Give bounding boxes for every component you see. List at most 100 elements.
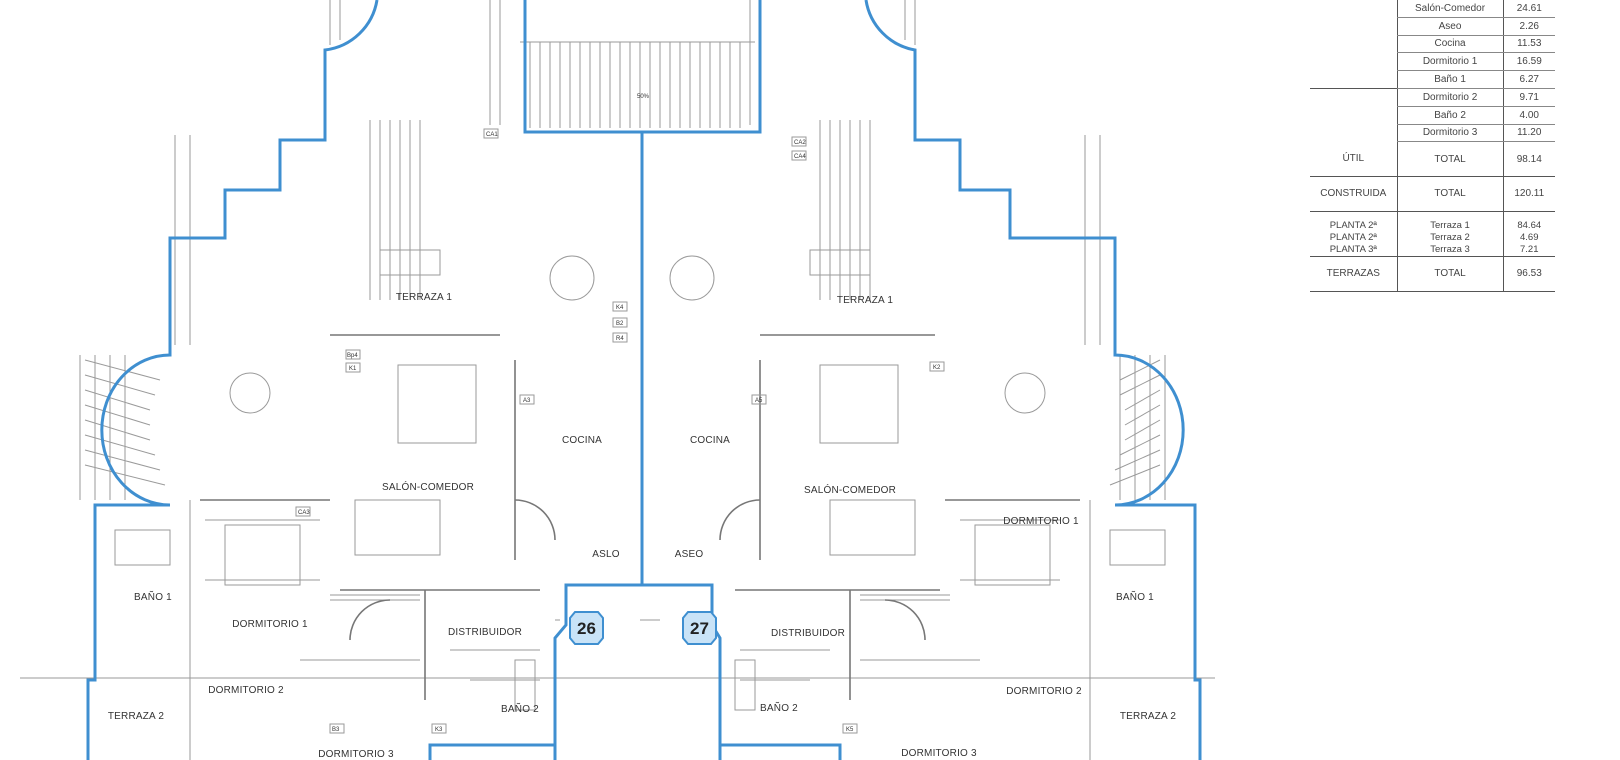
room-bano2-right: BAÑO 2 (760, 701, 798, 714)
area-room-value: 24.61 (1503, 0, 1555, 18)
terraza-area: 4.69 (1520, 232, 1539, 244)
side-stair-hatch (84, 359, 1161, 486)
tag-k4: K4 (616, 305, 624, 311)
area-room-value: 11.53 (1503, 35, 1555, 54)
room-labels: TERRAZA 1 TERRAZA 1 COCINA COCINA SALÓN-… (108, 292, 1176, 760)
room-aseo-left: ASLO (592, 549, 620, 560)
room-terraza1-right: TERRAZA 1 (837, 295, 893, 306)
area-room-name: Dormitorio 3 (1396, 124, 1504, 143)
tag-a5: A5 (755, 398, 763, 404)
tag-b3: B3 (332, 727, 340, 733)
util-value: 98.14 (1503, 141, 1555, 177)
area-room-value: 16.59 (1503, 52, 1555, 72)
slope-label: 50% (637, 94, 650, 100)
area-row-terraza2: PLANTA 2ª Terraza 2 4.69 (1310, 231, 1555, 244)
area-room-name: Dormitorio 2 (1396, 87, 1504, 107)
construida-label: CONSTRUIDA (1310, 176, 1398, 212)
util-label: ÚTIL (1310, 141, 1398, 177)
tag-ca2: CA2 (794, 140, 806, 146)
terraza-area: 7.21 (1503, 243, 1555, 257)
tag-b2: B2 (616, 321, 624, 327)
room-dormitorio1-left: DORMITORIO 1 (232, 619, 308, 630)
util-total-label: TOTAL (1396, 141, 1504, 177)
terraza-planta: PLANTA 2ª (1329, 232, 1377, 244)
terraza-planta: PLANTA 2ª (1329, 220, 1377, 232)
room-dormitorio3-right: DORMITORIO 3 (901, 748, 977, 759)
construida-total-label: TOTAL (1396, 176, 1504, 212)
tag-bp: Bp4 (347, 353, 358, 359)
terraza-name: Terraza 1 (1396, 211, 1504, 232)
unit-number-26: 26 (577, 619, 596, 638)
room-cocina-right: COCINA (690, 435, 730, 446)
interior-walls (200, 334, 1080, 700)
area-room-value: 6.27 (1503, 70, 1555, 89)
tag-k1: K1 (349, 366, 357, 372)
terraza-name: Terraza 2 (1396, 231, 1504, 244)
tag-k5: K5 (846, 727, 854, 733)
area-room-name: Salón-Comedor (1396, 0, 1504, 18)
unit-badge-26: 26 (569, 611, 604, 645)
area-room-name: Dormitorio 1 (1396, 52, 1504, 72)
stair-hatch (520, 41, 755, 128)
terraza-name: Terraza 3 (1396, 243, 1504, 257)
room-bano1-left: BAÑO 1 (134, 590, 172, 603)
area-room-name: Baño 1 (1396, 70, 1504, 89)
floor-plan-drawing: 26 27 CA1 CA2 CA4 CA3 K1 K2 K3 K4 K5 Bp4… (20, 0, 1215, 760)
area-room-value: 9.71 (1503, 87, 1555, 107)
room-distribuidor-left: DISTRIBUIDOR (448, 627, 522, 638)
terrazas-value: 96.53 (1503, 256, 1555, 292)
unit-number-27: 27 (690, 619, 709, 638)
terrazas-label: TERRAZAS (1310, 256, 1398, 292)
room-bano1-right: BAÑO 1 (1116, 590, 1154, 603)
tag-k3: K3 (435, 727, 443, 733)
room-bano2-left: BAÑO 2 (501, 702, 539, 715)
area-room-name: Aseo (1396, 17, 1504, 36)
tag-r4: R4 (616, 336, 624, 342)
tag-ca4: CA4 (794, 154, 806, 160)
room-salon-left: SALÓN-COMEDOR (382, 480, 474, 493)
area-row-terraza1: PLANTA 2ª Terraza 1 84.64 (1310, 211, 1555, 232)
room-terraza1-left: TERRAZA 1 (396, 292, 452, 303)
room-dormitorio2-right: DORMITORIO 2 (1006, 686, 1082, 697)
room-terraza2-right: TERRAZA 2 (1120, 711, 1176, 722)
room-dormitorio1-right: DORMITORIO 1 (1003, 516, 1079, 527)
terraza-planta: PLANTA 3ª (1310, 243, 1398, 257)
area-room-value: 4.00 (1503, 106, 1555, 125)
area-room-name: Cocina (1396, 35, 1504, 54)
room-dormitorio2-left: DORMITORIO 2 (208, 685, 284, 696)
area-room-value: 11.20 (1503, 124, 1555, 143)
tag-ca1: CA1 (486, 132, 498, 138)
furniture (114, 249, 1166, 711)
room-distribuidor-right: DISTRIBUIDOR (771, 628, 845, 639)
area-room-name: Baño 2 (1396, 106, 1504, 125)
tag-k2: K2 (933, 365, 941, 371)
element-tags: CA1 CA2 CA4 CA3 K1 K2 K3 K4 K5 Bp4 A3 A5… (295, 94, 945, 734)
terraza-area: 84.64 (1517, 220, 1542, 232)
background-linework (20, 0, 1215, 760)
room-cocina-left: COCINA (562, 435, 602, 446)
construida-value: 120.11 (1503, 176, 1555, 212)
unit-27-outline (642, 0, 1202, 760)
room-salon-right: SALÓN-COMEDOR (804, 483, 896, 496)
terrazas-total-label: TOTAL (1396, 256, 1504, 292)
room-terraza2-left: TERRAZA 2 (108, 711, 164, 722)
area-room-value: 2.26 (1503, 17, 1555, 36)
tag-ca3: CA3 (298, 510, 310, 516)
room-dormitorio3-left: DORMITORIO 3 (318, 749, 394, 760)
tag-a3: A3 (523, 398, 531, 404)
unit-26-outline (86, 0, 644, 760)
